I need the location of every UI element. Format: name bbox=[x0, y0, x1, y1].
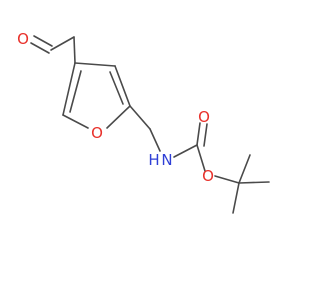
bond-aldehyde-co-b bbox=[33, 35, 53, 47]
bond-carbonyl-co-a bbox=[196, 122, 201, 146]
bond-n-carbonyl bbox=[173, 144, 198, 158]
bond-ring-c4-c3 bbox=[74, 62, 116, 67]
ester-oxygen-label: O bbox=[202, 167, 214, 185]
bond-ring-c3-c2-inner bbox=[69, 70, 82, 113]
bond-oester-ctert bbox=[214, 175, 240, 184]
carbonyl-oxygen-label: O bbox=[198, 108, 210, 126]
bond-ctert-me-up bbox=[238, 154, 251, 184]
bond-ring-ch2 bbox=[129, 105, 151, 130]
bond-aldehyde-ring bbox=[73, 36, 76, 64]
bond-carbonyl-co-b bbox=[203, 123, 208, 147]
molecule-structure: O O N H O O bbox=[17, 30, 270, 214]
bond-ring-c5-c4-inner bbox=[109, 71, 124, 105]
bond-ring-c2-o bbox=[62, 114, 89, 129]
bond-ring-c3-c2 bbox=[62, 62, 76, 116]
bond-ctert-me-right bbox=[238, 181, 270, 184]
nitrogen-hydrogen-label: H bbox=[148, 151, 159, 169]
bond-carbonyl-oester bbox=[196, 144, 206, 172]
aldehyde-oxygen-label: O bbox=[17, 30, 29, 48]
bond-aldehyde-co-a bbox=[30, 42, 50, 54]
bond-ctert-me-down bbox=[232, 182, 240, 214]
nitrogen-label: N bbox=[161, 151, 172, 169]
bond-ring-o-c5 bbox=[106, 105, 131, 129]
bond-ch2-n bbox=[149, 128, 161, 152]
furan-oxygen-label: O bbox=[91, 124, 103, 142]
bond-aldehyde-ch bbox=[50, 36, 75, 51]
bond-ring-c5-c4 bbox=[114, 65, 131, 107]
